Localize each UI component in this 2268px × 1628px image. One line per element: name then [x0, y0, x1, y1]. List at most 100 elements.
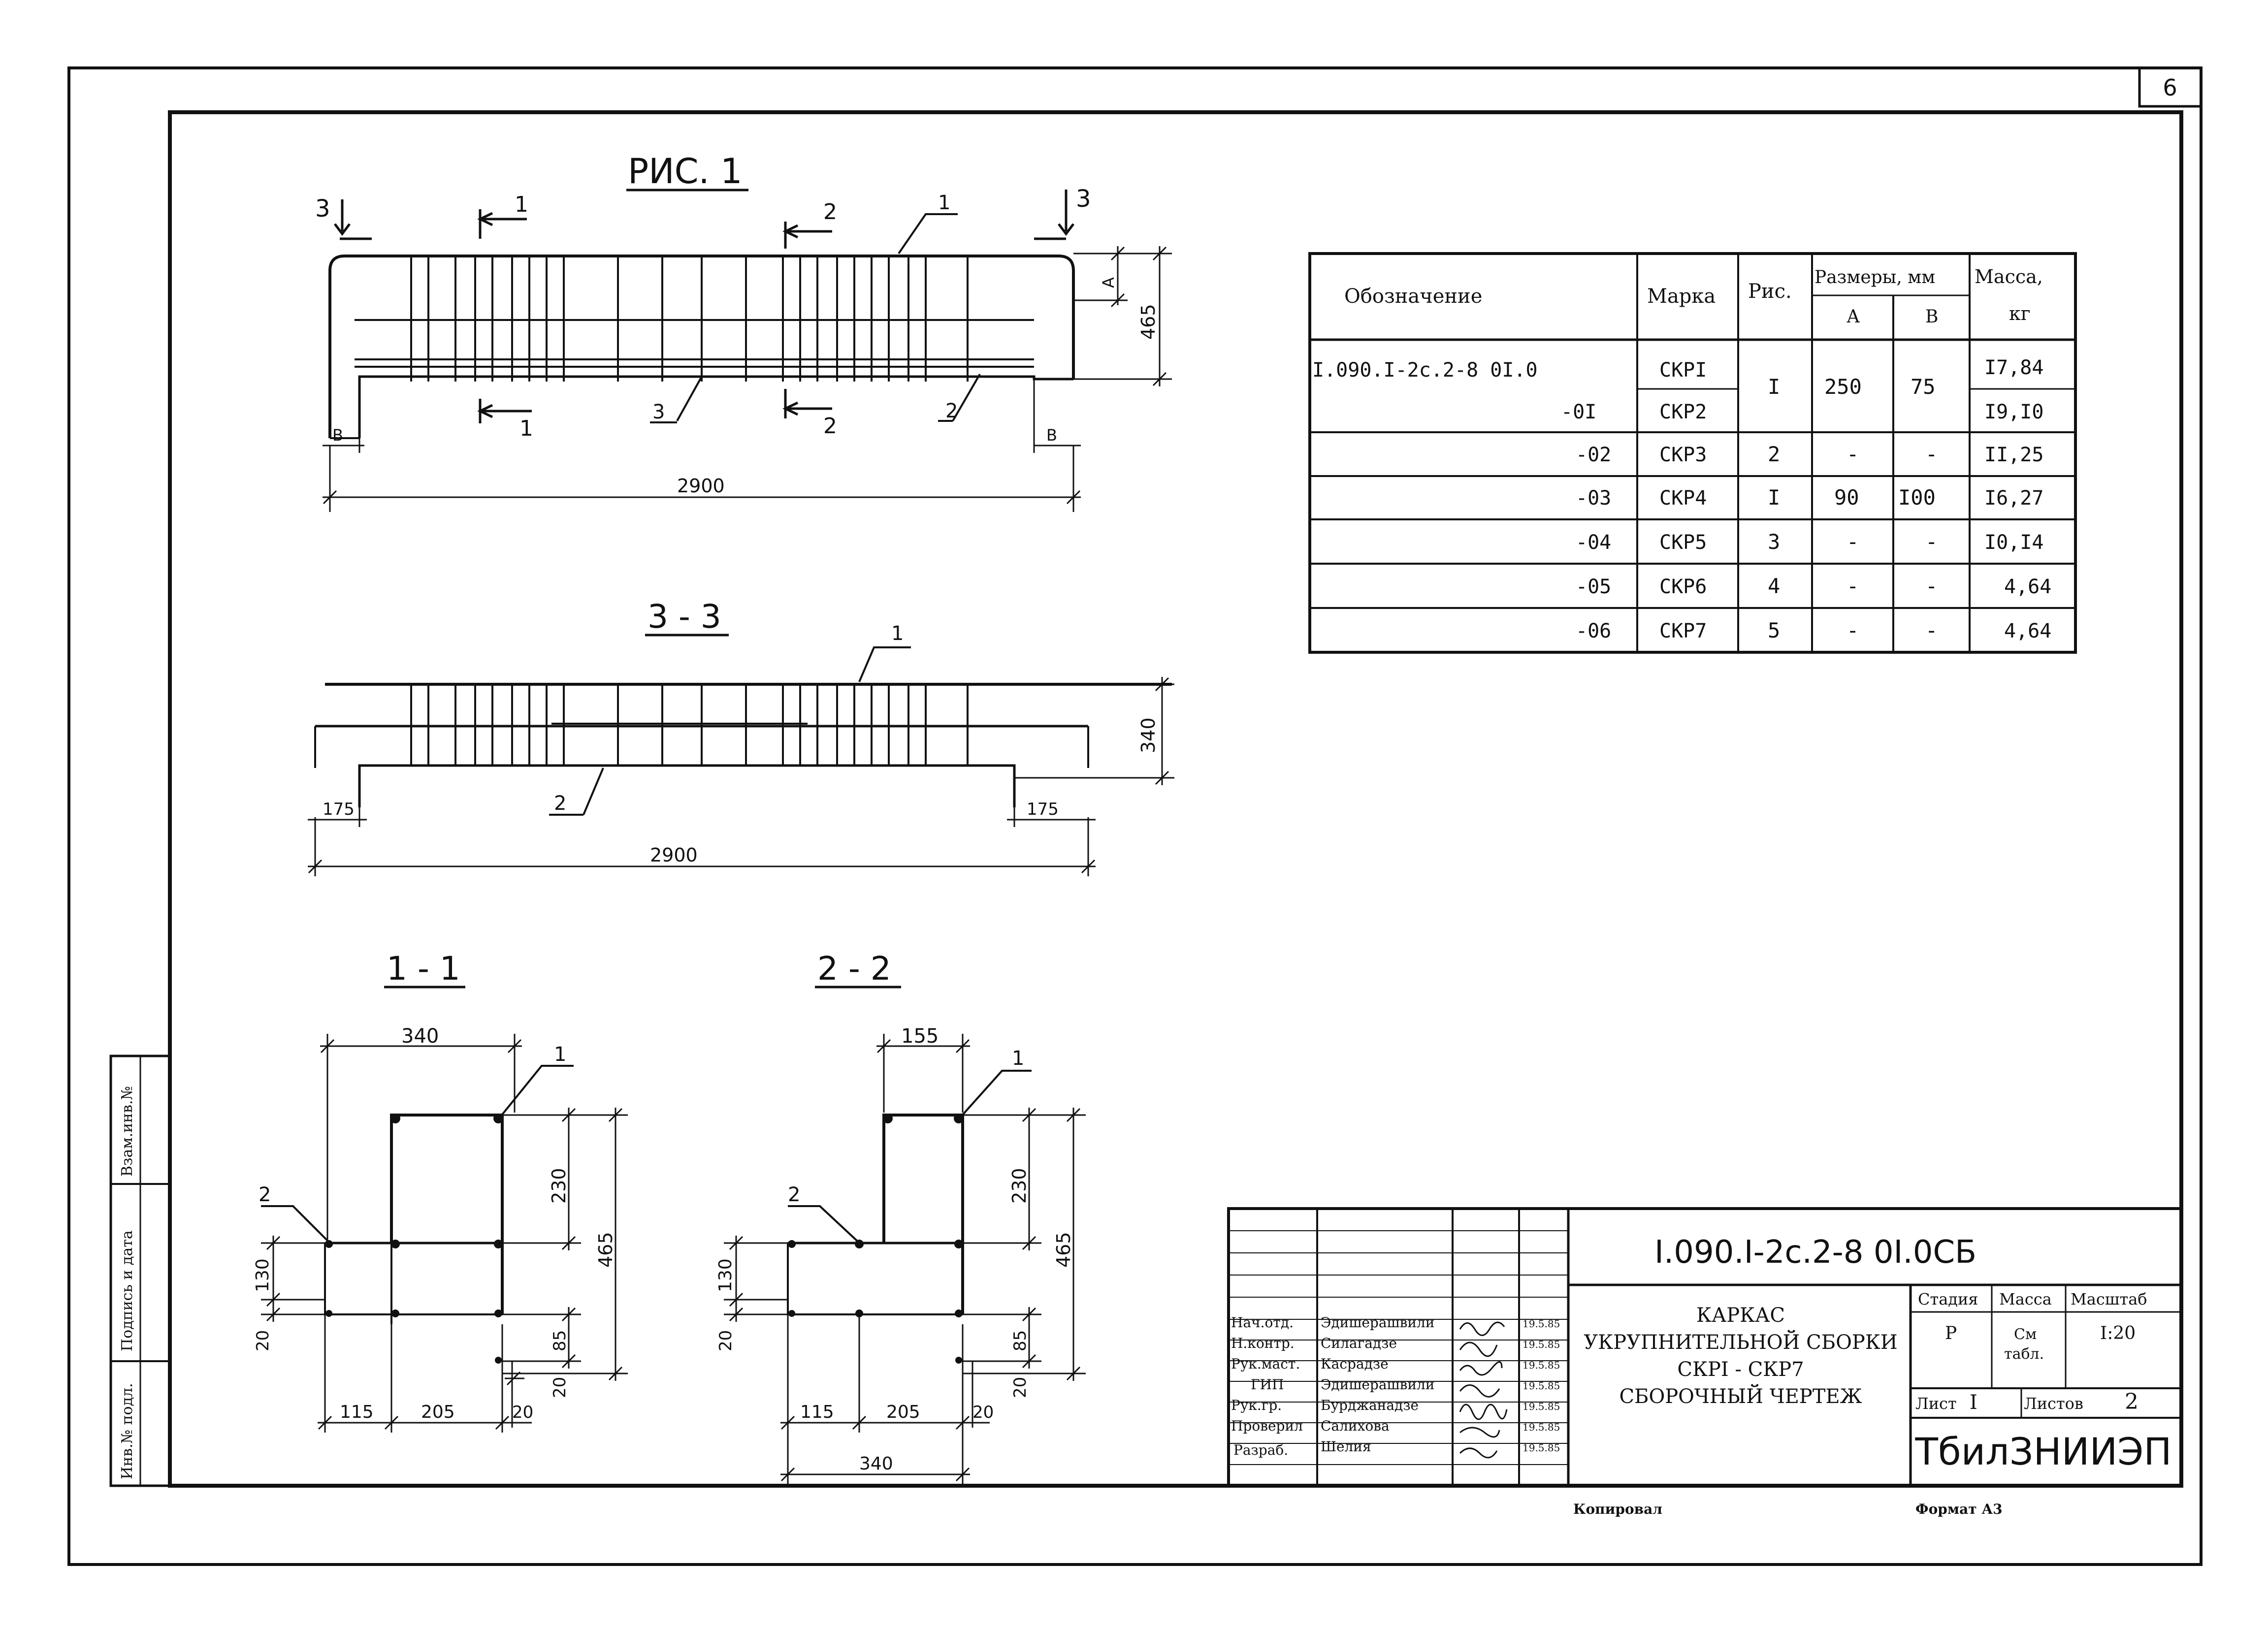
fig1-dim-height: 465	[1137, 304, 1159, 340]
spec-row-a: -	[1847, 574, 1859, 598]
section22-dim-230: 230	[1008, 1168, 1030, 1204]
section11-dimensions	[261, 1034, 628, 1433]
section33-dim-end-left: 175	[323, 799, 355, 819]
spec-row-a: -	[1847, 530, 1859, 554]
spec-row-a: 90	[1834, 485, 1859, 510]
section22-pos2: 2	[788, 1183, 800, 1206]
spec-row-b: -	[1925, 574, 1938, 598]
section33-pos2: 2	[554, 792, 566, 815]
spec-row-designation: -0I	[1561, 401, 1596, 423]
signatures	[1459, 1321, 1508, 1459]
title-scale: I:20	[2100, 1323, 2136, 1343]
title-sheets-label: Листов	[2024, 1394, 2083, 1413]
person-role: Разраб.	[1233, 1442, 1288, 1458]
spec-header-mass-unit: кг	[2009, 303, 2031, 324]
spec-table-rows: I.090.I-2с.2-8 0I.0 СКРI I 250 75 I7,84 …	[1312, 356, 2051, 642]
section11-dim-top: 340	[401, 1025, 439, 1048]
spec-row-mark: СКРI	[1659, 359, 1707, 382]
section33-dim-length: 2900	[650, 844, 698, 866]
spec-row-mark: СКР4	[1659, 487, 1707, 510]
title-mass-value-1: См	[2014, 1326, 2037, 1343]
title-mass-value-2: табл.	[2004, 1345, 2044, 1363]
section11-dim-20b: 20	[550, 1377, 570, 1398]
person-name: Эдишерашвили	[1321, 1376, 1434, 1393]
title-stage-label: Стадия	[1918, 1290, 1978, 1309]
spec-row-designation: -02	[1576, 444, 1611, 466]
section11-view	[324, 1114, 504, 1324]
spec-row-mass: II,25	[1984, 444, 2043, 466]
title-name-line2: УКРУПНИТЕЛЬНОЙ СБОРКИ	[1584, 1330, 1897, 1354]
title-sheets: 2	[2125, 1389, 2138, 1414]
section22-leaders	[788, 1070, 1032, 1242]
spec-row-mark: СКР2	[1659, 401, 1707, 423]
fig1-title: РИС. 1	[628, 151, 743, 192]
outer-frame	[67, 66, 2203, 1566]
section11-title: 1 - 1	[387, 950, 460, 988]
fig1-dim-b-left: B	[332, 426, 343, 445]
section33-view	[314, 683, 1172, 807]
spec-row-mark: СКР3	[1659, 444, 1707, 466]
section33-pos1: 1	[891, 622, 904, 645]
section22-dim-20w: 20	[972, 1403, 994, 1422]
spec-row-b: -	[1925, 530, 1938, 554]
section22-view	[787, 1114, 964, 1315]
section22-dim-340: 340	[859, 1454, 893, 1474]
person-role: ГИП	[1251, 1376, 1284, 1393]
spec-row-fig: 2	[1768, 442, 1780, 466]
person-role: Н.контр.	[1231, 1335, 1295, 1351]
spec-row-designation: -05	[1576, 575, 1611, 598]
spec-header-size-b: В	[1925, 307, 1938, 327]
section22-bars	[788, 1114, 964, 1364]
person-date: 19.5.85	[1523, 1380, 1560, 1392]
section11-leaders	[261, 1065, 574, 1242]
title-copied: Копировал	[1573, 1501, 1662, 1517]
section11-dim-130: 130	[253, 1258, 273, 1292]
section11-dim-20: 20	[253, 1330, 273, 1351]
person-name: Бурджанадзе	[1321, 1397, 1419, 1413]
fig1-view	[328, 255, 1075, 439]
section22-dimensions	[724, 1034, 1086, 1487]
spec-row-mass: 4,64	[2004, 575, 2051, 598]
title-name-line1: КАРКАС	[1696, 1304, 1785, 1327]
spec-header-designation: Обозначение	[1344, 285, 1482, 308]
spec-header-size-a: А	[1847, 307, 1860, 327]
fig1-cut3-right: 3	[1076, 185, 1091, 213]
person-date: 19.5.85	[1523, 1442, 1560, 1454]
fig1-leaders	[650, 213, 981, 423]
spec-row-b: -	[1925, 442, 1938, 466]
spec-row-fig: 5	[1768, 618, 1780, 642]
spec-row-fig: 3	[1768, 530, 1780, 554]
title-mass-label: Масса	[1999, 1290, 2052, 1309]
fig1-stirrups	[410, 256, 969, 382]
person-date: 19.5.85	[1523, 1401, 1560, 1412]
fig1-cut1-bottom: 1	[519, 416, 533, 441]
spec-row-b: -	[1925, 618, 1938, 642]
title-format: Формат А3	[1915, 1501, 2003, 1517]
spec-row-mark: СКР7	[1659, 620, 1707, 642]
section33-dim-height: 340	[1137, 717, 1159, 753]
person-date: 19.5.85	[1523, 1359, 1560, 1371]
spec-row-b: 75	[1911, 375, 1936, 399]
fig1-dimensions	[323, 246, 1172, 512]
section33-stirrups	[410, 684, 969, 766]
section11-dim-20w: 20	[512, 1403, 533, 1422]
fig1-cut2-bottom: 2	[823, 414, 837, 439]
spec-row-designation: -03	[1576, 487, 1611, 510]
person-name: Касрадзе	[1321, 1356, 1389, 1372]
spec-header-fig: Рис.	[1748, 280, 1792, 303]
spec-row-mass: I9,I0	[1984, 401, 2043, 423]
spec-table-grid	[1308, 252, 2077, 654]
strip-sign-date: Подпись и дата	[119, 1230, 136, 1351]
title-block-grid	[1227, 1207, 2183, 1487]
title-name-line4: СБОРОЧНЫЙ ЧЕРТЕЖ	[1619, 1384, 1862, 1408]
section11-dim-115: 115	[340, 1402, 374, 1422]
spec-row-mark: СКР5	[1659, 531, 1707, 554]
person-name: Эдишерашвили	[1321, 1314, 1434, 1331]
strip-replace-inv: Взам.инв.№	[119, 1086, 136, 1177]
section11-pos1: 1	[554, 1043, 566, 1066]
fig1-dim-length: 2900	[677, 475, 725, 497]
section33-dim-end-right: 175	[1027, 799, 1059, 819]
sheet-number: 6	[2163, 74, 2177, 101]
